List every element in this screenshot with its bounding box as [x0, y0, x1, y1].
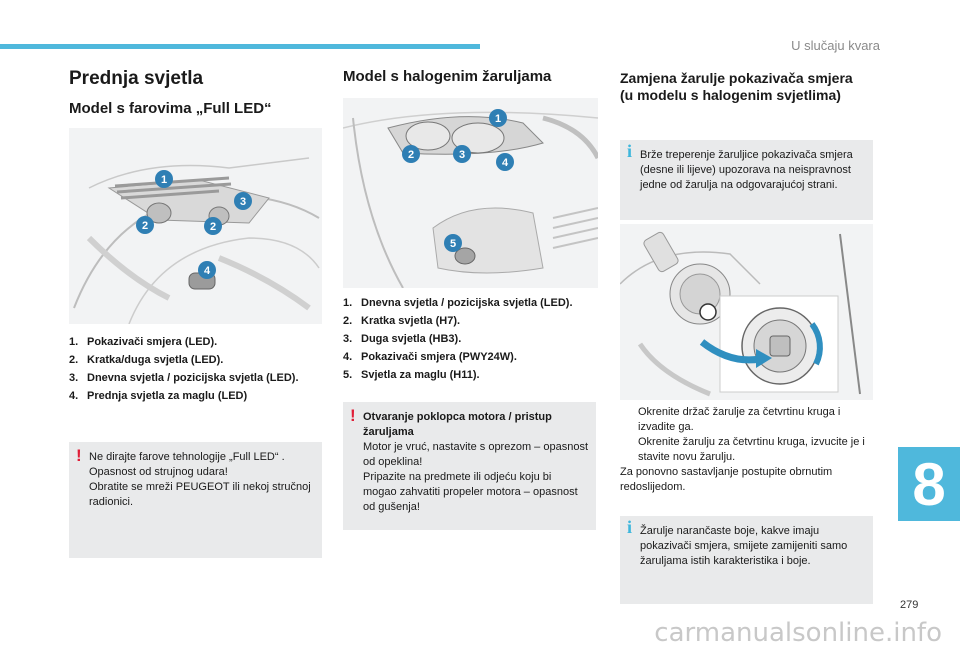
warning-icon: ! — [76, 446, 82, 465]
header-bar — [0, 44, 480, 49]
info-icon: i — [627, 517, 633, 537]
section-heading-full-led: Model s farovima „Full LED“ — [69, 100, 272, 117]
svg-text:2: 2 — [210, 221, 216, 233]
halogen-legend: 1.Dnevna svjetla / pozicijska svjetla (L… — [343, 296, 583, 386]
full-led-headlight-illustration: 1 2 3 2 4 — [69, 128, 322, 324]
svg-text:3: 3 — [240, 196, 246, 208]
page-title: Prednja svjetla — [69, 68, 204, 89]
watermark: carmanualsonline.info — [654, 618, 942, 648]
callout-1: 1 — [489, 109, 507, 127]
step-arrow-icon — [620, 435, 638, 465]
info-box-bulb-color: i Žarulje narančaste boje, kakve imaju p… — [620, 516, 873, 604]
section-heading-halogen: Model s halogenim žaruljama — [343, 68, 552, 85]
list-item: 4.Pokazivači smjera (PWY24W). — [343, 351, 517, 363]
svg-text:2: 2 — [142, 220, 148, 232]
svg-text:4: 4 — [204, 265, 211, 277]
warning-text: Pripazite na predmete ili odjeću koju bi… — [363, 471, 578, 513]
callout-2: 2 — [204, 217, 222, 235]
list-item: 4.Prednja svjetla za maglu (LED) — [69, 390, 248, 402]
callout-5: 5 — [444, 234, 462, 252]
callout-3: 3 — [453, 145, 471, 163]
info-icon: i — [627, 141, 633, 161]
chapter-title: U slučaju kvara — [791, 38, 880, 53]
callout-4: 4 — [198, 261, 216, 279]
svg-text:2: 2 — [408, 149, 414, 161]
reassembly-text: Za ponovno sastavljanje postupite obrnut… — [620, 466, 833, 493]
svg-text:3: 3 — [459, 149, 465, 161]
list-item: Okrenite žarulju za četvrtinu kruga, izv… — [620, 435, 873, 465]
callout-1: 1 — [155, 170, 173, 188]
warning-text: Ne dirajte farove tehnologije „Full LED“… — [89, 451, 285, 463]
warning-text: Opasnost od strujnog udara! — [89, 466, 228, 478]
list-item: Okrenite držač žarulje za četvrtinu krug… — [620, 405, 873, 435]
callout-2: 2 — [136, 216, 154, 234]
warning-text: Motor je vruć, nastavite s oprezom – opa… — [363, 441, 588, 468]
list-item: 1.Pokazivači smjera (LED). — [69, 336, 218, 348]
list-item: 2.Kratka svjetla (H7). — [343, 315, 461, 327]
list-item: 2.Kratka/duga svjetla (LED). — [69, 354, 224, 366]
callout-4: 4 — [496, 153, 514, 171]
info-text: Brže treperenje žaruljice pokazivača smj… — [640, 149, 853, 191]
list-item: 1.Dnevna svjetla / pozicijska svjetla (L… — [343, 297, 573, 309]
svg-text:4: 4 — [502, 157, 509, 169]
page-number: 279 — [900, 599, 919, 611]
callout-2: 2 — [402, 145, 420, 163]
svg-text:1: 1 — [495, 113, 501, 125]
svg-text:5: 5 — [450, 238, 456, 250]
warning-icon: ! — [350, 406, 356, 425]
step-arrow-icon — [620, 405, 638, 435]
list-item: 3.Duga svjetla (HB3). — [343, 333, 462, 345]
svg-text:1: 1 — [161, 174, 167, 186]
warning-heading: Otvaranje poklopca motora / pristup žaru… — [363, 411, 552, 438]
callout-3: 3 — [234, 192, 252, 210]
full-led-legend: 1.Pokazivači smjera (LED). 2.Kratka/duga… — [69, 335, 309, 407]
chapter-number-tab: 8 — [898, 447, 960, 521]
halogen-headlight-illustration: 1 2 3 4 5 — [343, 98, 598, 288]
warning-box-full-led: ! Ne dirajte farove tehnologije „Full LE… — [69, 442, 322, 558]
warning-text: Obratite se mreži PEUGEOT ili nekoj stru… — [89, 481, 311, 508]
list-item: 3.Dnevna svjetla / pozicijska svjetla (L… — [69, 372, 299, 384]
bulb-holder-illustration — [620, 224, 873, 400]
section-heading-indicator-bulb: Zamjena žarulje pokazivača smjera (u mod… — [620, 70, 853, 103]
warning-box-hood: ! Otvaranje poklopca motora / pristup ža… — [343, 402, 596, 530]
replacement-steps: Okrenite držač žarulje za četvrtinu krug… — [620, 405, 873, 495]
info-text: Žarulje narančaste boje, kakve imaju pok… — [640, 525, 848, 567]
info-box-indicator: i Brže treperenje žaruljice pokazivača s… — [620, 140, 873, 220]
list-item: 5.Svjetla za maglu (H11). — [343, 369, 480, 381]
